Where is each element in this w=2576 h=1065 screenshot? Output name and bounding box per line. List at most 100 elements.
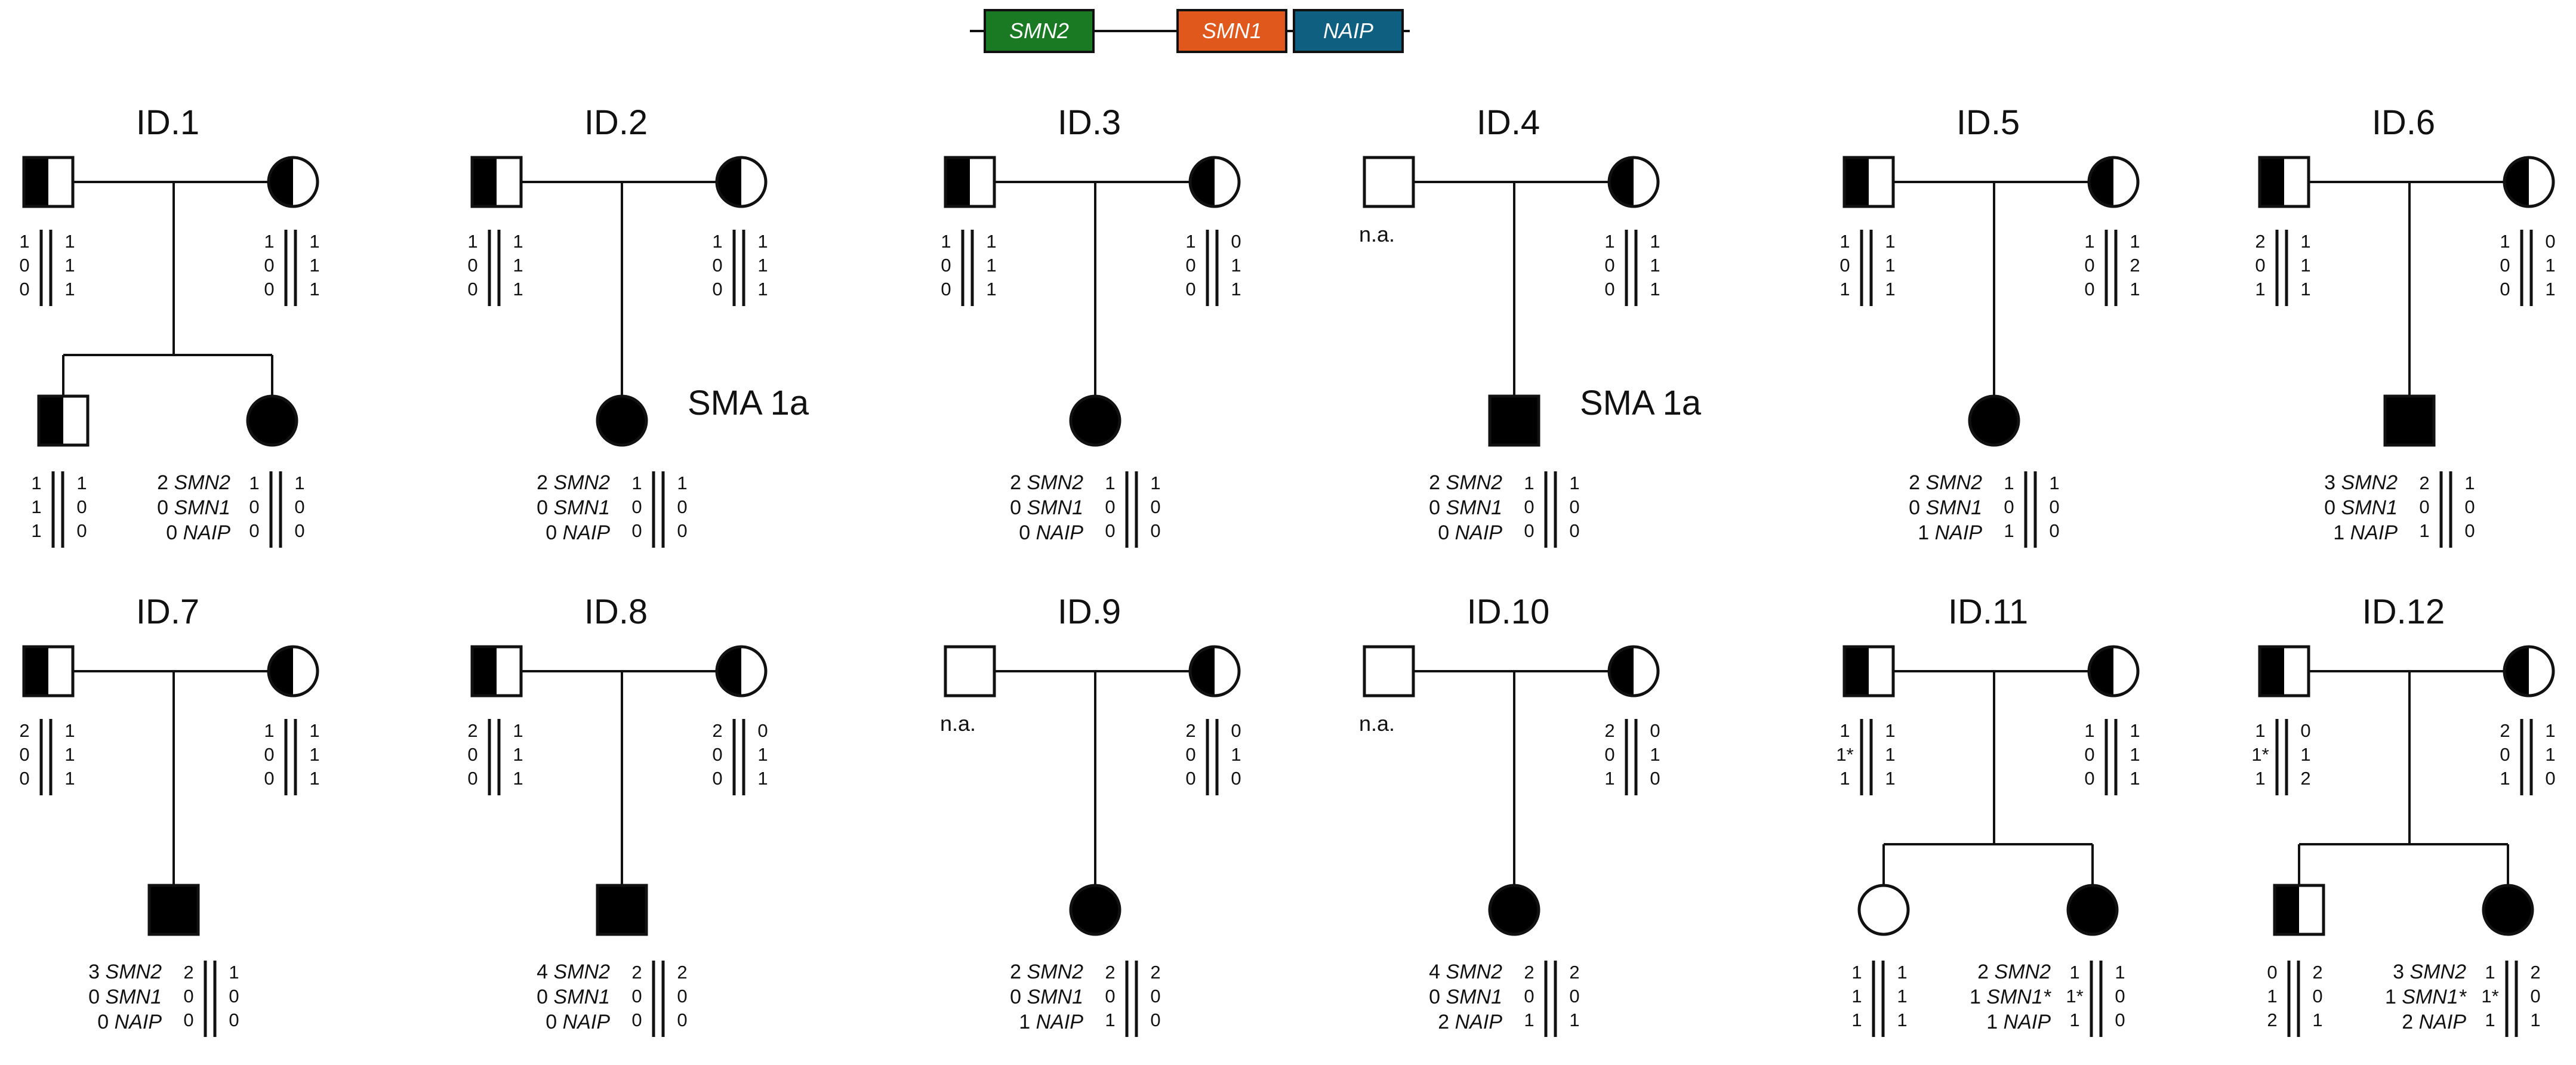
allele-b-2: 1 <box>2130 279 2140 300</box>
family-title: ID.4 <box>1477 103 1540 142</box>
allele-b-1: 1 <box>309 744 319 765</box>
father-square <box>1363 645 1415 697</box>
gene-name: SMN2 <box>1446 961 1503 983</box>
child-square <box>147 884 200 936</box>
allele-b-0: 1 <box>757 231 768 252</box>
allele-a-0: 1 <box>2004 473 2014 493</box>
copy-count: 0 <box>1010 986 1027 1008</box>
allele-a-0: 1 <box>2069 962 2079 983</box>
allele-a-0: 1 <box>264 720 274 741</box>
mother-circle-fill <box>2089 158 2113 206</box>
allele-a-1: 0 <box>631 496 642 517</box>
mother-circle-fill <box>269 647 293 696</box>
copy-number-smn1: 0 SMN1 <box>1010 496 1083 519</box>
copy-number-smn2: 3 SMN2 <box>2324 471 2398 494</box>
allele-b-2: 0 <box>2464 520 2475 541</box>
father-square-fill <box>24 647 48 696</box>
copy-number-naip: 0 NAIP <box>166 521 230 544</box>
allele-b-2: 1 <box>1569 1010 1579 1030</box>
father-square <box>470 645 523 697</box>
father-square <box>22 156 75 208</box>
father-square-fill <box>2260 158 2284 206</box>
gene-box-smn2 <box>984 9 1095 53</box>
allele-b-2: 1 <box>2545 279 2555 300</box>
mother-circle <box>1607 156 1660 208</box>
allele-b-2: 1 <box>757 279 768 300</box>
child-square <box>2383 394 2436 447</box>
mother-circle-fill <box>1609 647 1634 696</box>
allele-a-0: 1 <box>631 473 642 493</box>
allele-a-0: 1 <box>1604 231 1614 252</box>
allele-a-0: 1 <box>2084 231 2094 252</box>
copy-number-naip: 0 NAIP <box>1019 521 1083 544</box>
copy-count: 1 <box>2333 521 2350 544</box>
allele-a-0: 1 <box>941 231 951 252</box>
father-square <box>944 645 996 697</box>
allele-b-0: 1 <box>1885 720 1895 741</box>
allele-a-1: 0 <box>1185 744 1195 765</box>
allele-a-0: 1 <box>1839 720 1850 741</box>
allele-b-1: 1 <box>757 255 768 276</box>
copy-number-naip: 0 NAIP <box>546 521 610 544</box>
copy-count: 2 <box>1438 1011 1455 1033</box>
allele-b-1: 1 <box>1650 744 1660 765</box>
not-available-label: n.a. <box>940 711 976 736</box>
mother-circle-fill <box>1190 647 1215 696</box>
allele-a-1: 0 <box>712 255 722 276</box>
gene-label-naip: NAIP <box>1323 18 1373 43</box>
allele-b-1: 1 <box>513 255 523 276</box>
copy-count: 2 <box>1010 961 1027 983</box>
allele-a-1: 0 <box>19 744 29 765</box>
allele-a-1: 0 <box>941 255 951 276</box>
gene-name: NAIP <box>2419 1011 2467 1033</box>
allele-a-0: 1 <box>712 231 722 252</box>
mother-circle <box>2503 156 2555 208</box>
allele-b-2: 1 <box>1885 768 1895 789</box>
allele-a-1: 1 <box>31 496 41 517</box>
allele-b-2: 1 <box>1650 279 1660 300</box>
allele-b-2: 1 <box>309 768 319 789</box>
allele-b-1: 1 <box>309 255 319 276</box>
allele-a-1: 0 <box>264 744 274 765</box>
allele-b-1: 1 <box>1897 986 1907 1007</box>
allele-a-2: 1 <box>1604 768 1614 789</box>
allele-b-1: 0 <box>2312 986 2322 1007</box>
gene-label-smn1: SMN1 <box>1202 18 1262 43</box>
allele-b-0: 2 <box>1150 962 1160 983</box>
gene-name: SMN1* <box>1986 986 2051 1008</box>
allele-a-2: 0 <box>2500 279 2510 300</box>
mother-circle <box>1607 645 1660 697</box>
copy-count: 2 <box>1977 961 1994 983</box>
allele-a-2: 0 <box>19 279 29 300</box>
allele-a-1: 0 <box>19 255 29 276</box>
allele-a-2: 1 <box>2500 768 2510 789</box>
father-square <box>2258 645 2310 697</box>
allele-a-1: 1 <box>1851 986 1862 1007</box>
allele-a-2: 0 <box>183 1010 193 1030</box>
copy-count: 0 <box>546 521 562 544</box>
allele-a-0: 2 <box>1524 962 1534 983</box>
allele-a-2: 0 <box>1604 279 1614 300</box>
father-square <box>944 156 996 208</box>
gene-name: SMN2 <box>2410 961 2467 983</box>
child-square-fill <box>597 885 646 934</box>
copy-number-smn1: 0 SMN1 <box>2324 496 2398 519</box>
allele-b-0: 1 <box>64 720 75 741</box>
allele-b-0: 2 <box>1569 962 1579 983</box>
mother-circle <box>715 645 768 697</box>
not-available-label: n.a. <box>1359 711 1395 736</box>
gene-box-smn1 <box>1176 9 1287 53</box>
